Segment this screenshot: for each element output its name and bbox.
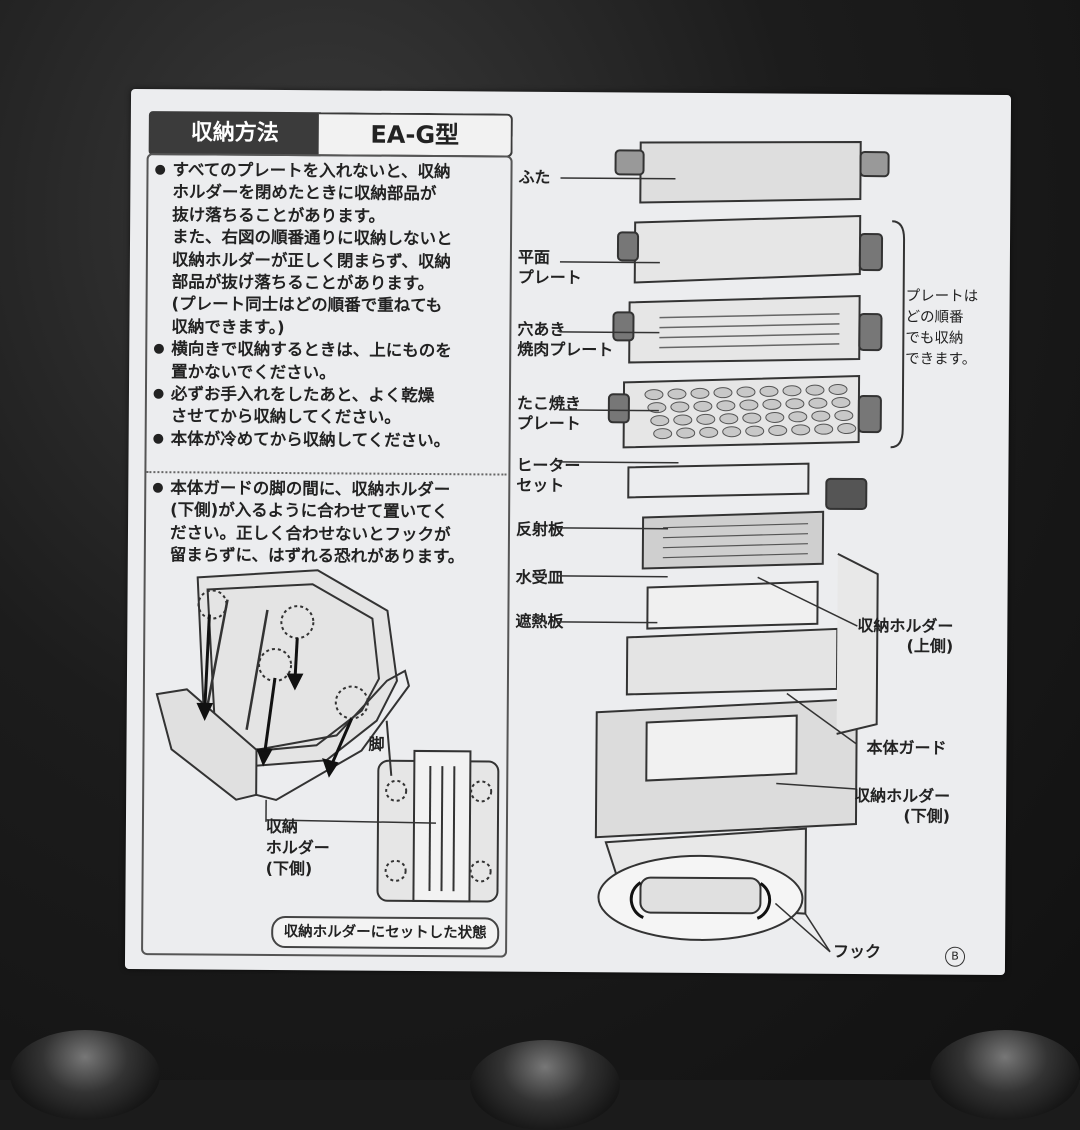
takoyaki-hole [714, 388, 732, 398]
takoyaki-hole [740, 400, 758, 410]
storage-instruction-sheet: 収納方法 EA-G型 すべてのプレートを入れないと、収納ホルダーを閉めたときに収… [125, 89, 1011, 975]
placement-notes: 本体ガードの脚の間に、収納ホルダー(下側)が入るように合わせて置いてください。正… [152, 477, 513, 569]
lid-handle-left [615, 150, 643, 174]
takoyaki-hole [806, 385, 824, 395]
leg-label: 脚 [368, 735, 384, 755]
takoyaki-hole [763, 399, 781, 409]
revision-mark: B [945, 947, 965, 967]
note-line: すべてのプレートを入れないと、収納 [172, 159, 514, 184]
takoyaki-hole [829, 384, 847, 394]
takoyaki-hole [783, 386, 801, 396]
takoyaki-hole [809, 398, 827, 408]
takoyaki-hole [746, 426, 764, 436]
takoyaki-hole [743, 413, 761, 423]
section-title: 収納方法 [149, 111, 321, 156]
takoyaki-hole [792, 425, 810, 435]
takoyaki-hole [812, 411, 830, 421]
note-line: 収納ホルダーが正しく閉まらず、収納 [172, 249, 514, 274]
note-item: また、右図の順番通りに収納しないと収納ホルダーが正しく閉まらず、収納部品が抜け落… [153, 226, 514, 341]
part-label-reflector: 反射板 [516, 520, 564, 540]
takoyaki-hole [835, 410, 853, 420]
takoyaki-hole [786, 399, 804, 409]
note-line: 本体が冷めてから収納してください。 [171, 428, 513, 453]
note-line: ホルダーを閉めたときに収納部品が [172, 182, 514, 207]
top-view-drawing [377, 721, 498, 902]
takoyaki-hole [760, 386, 778, 396]
takoyaki-hole [723, 427, 741, 437]
device-foot-center [470, 1040, 620, 1130]
note-line: 必ずお手入れをしたあと、よく乾燥 [171, 383, 513, 408]
note-line: (下側)が入るように合わせて置いてく [170, 500, 512, 525]
right-leader-lines [745, 563, 868, 964]
upper-holder-label: 収納ホルダー (上側) [857, 616, 953, 657]
lower-holder-label-right: 収納ホルダー (下側) [854, 786, 950, 827]
open-holder-drawing [156, 569, 410, 801]
part-label-drip-tray: 水受皿 [516, 568, 564, 588]
note-item: 本体ガードの脚の間に、収納ホルダー(下側)が入るように合わせて置いてください。正… [152, 477, 513, 569]
part-leader-lines [557, 172, 690, 633]
note-line: させてから収納してください。 [171, 406, 513, 431]
plate-order-note: プレートは どの順番 でも収納 できます。 [905, 286, 978, 371]
lower-holder-label-left: 収納 ホルダー (下側) [266, 816, 330, 879]
takoyaki-hole [691, 388, 709, 398]
note-line: 部品が抜け落ちることがあります。 [172, 271, 514, 296]
part-label-heat-shield: 遮熱板 [515, 612, 563, 632]
note-line: ださい。正しく合わせないとフックが [170, 522, 512, 547]
takoyaki-hole [697, 414, 715, 424]
lid-handle-right [860, 152, 888, 176]
takoyaki-hole [789, 412, 807, 422]
takoyaki-hole [838, 423, 856, 433]
storage-notes: すべてのプレートを入れないと、収納ホルダーを閉めたときに収納部品が抜け落ちること… [153, 159, 515, 453]
note-line: 置かないでください。 [171, 361, 513, 386]
note-item: すべてのプレートを入れないと、収納ホルダーを閉めたときに収納部品が抜け落ちること… [154, 159, 514, 229]
takoyaki-hole [832, 397, 850, 407]
device-foot-left [10, 1030, 160, 1120]
takoyaki-hole [720, 414, 738, 424]
takoyaki-hole [717, 401, 735, 411]
device-foot-right [930, 1030, 1080, 1120]
takoyaki-hole [694, 401, 712, 411]
note-line: 収納できます。) [171, 316, 513, 341]
model-label: EA-G型 [319, 112, 513, 157]
note-item: 本体が冷めてから収納してください。 [153, 428, 513, 453]
body-guard-label: 本体ガード [866, 738, 946, 759]
note-line: 抜け落ちることがあります。 [172, 204, 514, 229]
takoyaki-hole [700, 427, 718, 437]
takoyaki-hole [737, 387, 755, 397]
takoyaki-hole [769, 425, 787, 435]
note-line: また、右図の順番通りに収納しないと [172, 226, 514, 251]
part-label-lid: ふた [518, 168, 550, 188]
takoyaki-hole [766, 412, 784, 422]
note-line: 本体ガードの脚の間に、収納ホルダー [170, 477, 512, 502]
note-line: 横向きで収納するときは、上にものを [171, 338, 513, 363]
set-state-caption: 収納ホルダーにセットした状態 [271, 916, 499, 950]
note-line: (プレート同士はどの順番で重ねても [171, 294, 513, 319]
takoyaki-hole [815, 424, 833, 434]
